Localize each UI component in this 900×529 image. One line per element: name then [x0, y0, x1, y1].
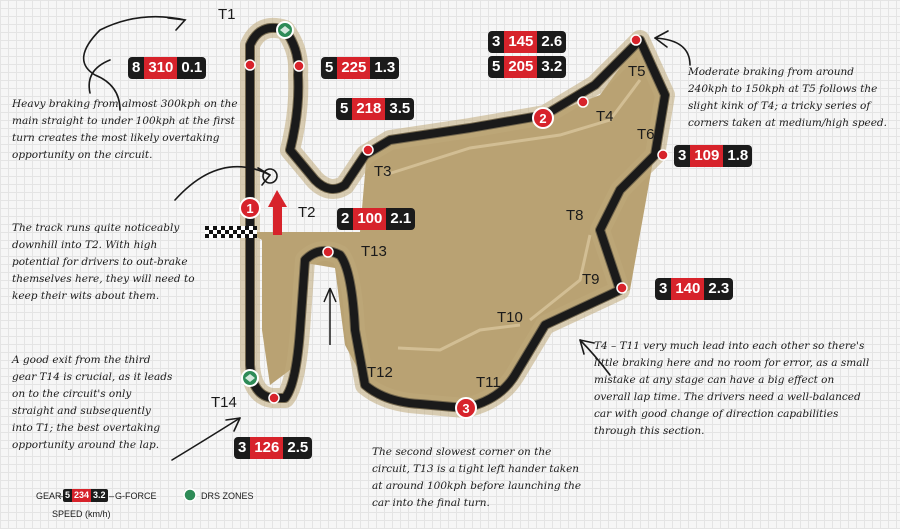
gforce-value: 2.1 [386, 208, 416, 230]
speed-box-t14: 3 126 2.5 [234, 437, 313, 459]
turn-label-t3: T3 [374, 163, 392, 180]
turn-label-t11: T11 [476, 374, 501, 391]
t13-arrow-icon [323, 287, 337, 345]
legend-drs-label: DRS ZONES [201, 491, 254, 501]
speed-box-t13: 2 100 2.1 [337, 208, 416, 230]
speed-box-t6: 3 109 1.8 [674, 145, 753, 167]
note-downhill-t2: The track runs quite noticeably downhill… [12, 222, 195, 302]
note-t5-braking: Moderate braking from around 240kph to 1… [688, 66, 887, 129]
note-t13: The second slowest corner on the circuit… [372, 446, 582, 509]
speed-box-t1-entry: 8 310 0.1 [128, 57, 207, 79]
turn-label-t13: T13 [361, 243, 387, 260]
note-t4-t11: T4 – T11 very much lead into each other … [594, 340, 870, 437]
speed-box-t1-exit: 5 225 1.3 [321, 57, 400, 79]
legend-example-gear: 5 [63, 489, 73, 502]
legend-drs-icon [183, 488, 197, 502]
turn-label-t6: T6 [637, 126, 655, 143]
drs-number-2: 2 [539, 111, 546, 126]
gear-value: 2 [337, 208, 354, 230]
drs-number-1: 1 [246, 201, 253, 216]
drs-circle-2-icon [532, 107, 554, 129]
note-t14-exit: A good exit from the third gear T14 is c… [12, 354, 173, 451]
gear-value: 8 [128, 57, 145, 79]
legend-dash-right: – [109, 491, 115, 501]
gear-value: 3 [674, 145, 691, 167]
speed-value: 126 [250, 437, 284, 459]
legend-dash-left: – [58, 491, 64, 501]
drs-circle-3-icon [455, 397, 477, 419]
speed-value: 145 [504, 31, 538, 53]
gforce-value: 0.1 [177, 57, 207, 79]
start-finish-line [205, 226, 257, 238]
drs-zone-marker-top-icon [276, 21, 294, 39]
gear-value: 5 [321, 57, 338, 79]
turn-label-t12: T12 [367, 364, 393, 381]
legend-gear-label: GEAR [36, 491, 62, 501]
speed-value: 140 [671, 278, 705, 300]
legend-gforce-label: G-FORCE [115, 491, 157, 501]
speed-value: 310 [144, 57, 178, 79]
drs-circle-1-icon [239, 197, 261, 219]
gforce-value: 2.3 [704, 278, 734, 300]
turn-label-t4: T4 [596, 108, 614, 125]
turn-label-t1: T1 [218, 6, 236, 23]
speed-points [244, 34, 669, 404]
gear-value: 5 [488, 56, 505, 78]
turn-label-t5: T5 [628, 63, 646, 80]
speed-value: 109 [690, 145, 724, 167]
drs-zone-marker-bottom-icon [241, 369, 259, 387]
legend-example-speed: 234 [72, 489, 92, 502]
speed-box-t4: 5 205 3.2 [488, 56, 567, 78]
speed-box-t9: 3 140 2.3 [655, 278, 734, 300]
legend-example-gforce: 3.2 [91, 489, 108, 502]
gforce-value: 2.5 [283, 437, 313, 459]
turn-label-t2: T2 [298, 204, 316, 221]
annotation-arrows [82, 15, 691, 461]
speed-box-t5: 3 145 2.6 [488, 31, 567, 53]
gear-value: 3 [655, 278, 672, 300]
turn-label-t10: T10 [497, 309, 523, 326]
gforce-value: 1.3 [370, 57, 400, 79]
note-heavy-braking: Heavy braking from almost 300kph on the … [12, 98, 238, 161]
drs-number-3: 3 [462, 401, 469, 416]
gear-value: 3 [488, 31, 505, 53]
speed-value: 218 [352, 98, 386, 120]
legend-speed-label: SPEED (km/h) [52, 509, 111, 519]
speed-value: 100 [353, 208, 387, 230]
direction-arrow-icon [268, 190, 287, 235]
turn-label-t8: T8 [566, 207, 584, 224]
speed-value: 205 [504, 56, 538, 78]
gforce-value: 3.5 [385, 98, 415, 120]
gforce-value: 3.2 [537, 56, 567, 78]
speed-box-t3: 5 218 3.5 [336, 98, 415, 120]
turn-label-t14: T14 [211, 394, 237, 411]
turn-label-t9: T9 [582, 271, 600, 288]
gforce-value: 2.6 [537, 31, 567, 53]
gforce-value: 1.8 [723, 145, 753, 167]
gear-value: 5 [336, 98, 353, 120]
gear-value: 3 [234, 437, 251, 459]
speed-value: 225 [337, 57, 371, 79]
legend-example-box: 5 234 3.2 [63, 489, 108, 502]
